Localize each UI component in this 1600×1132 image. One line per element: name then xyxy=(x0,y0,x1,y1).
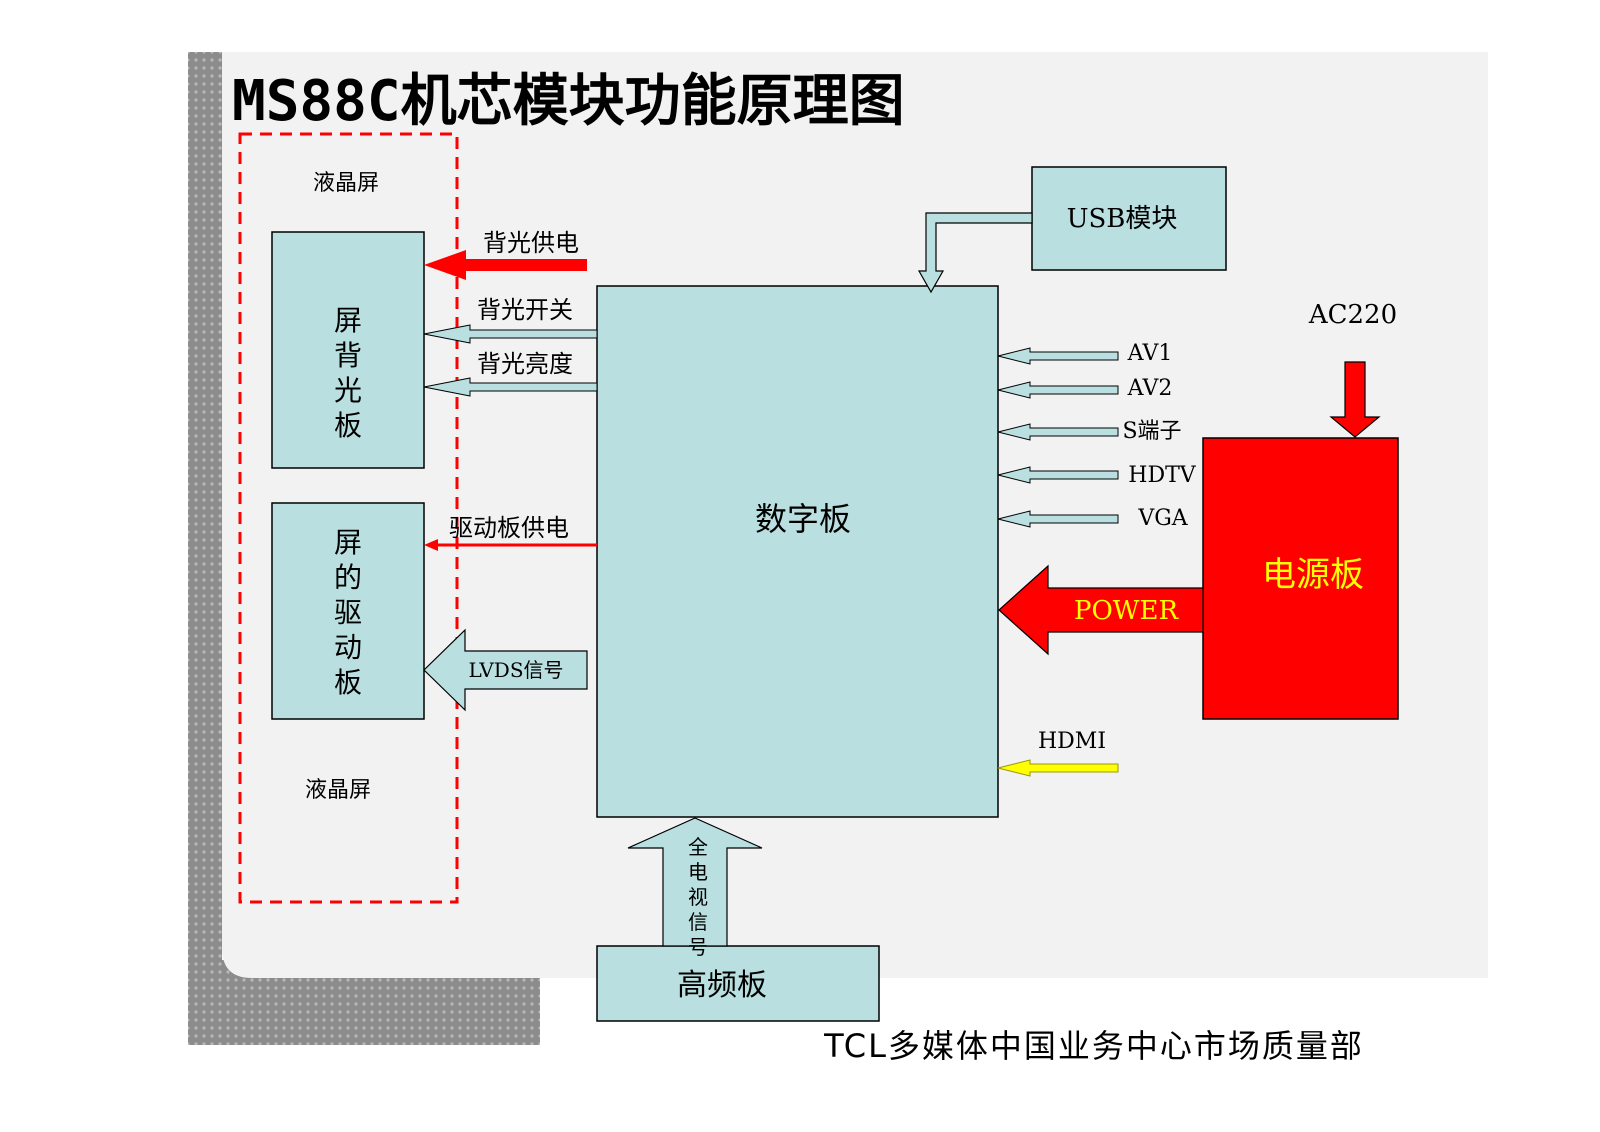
vga-label: VGA xyxy=(1137,506,1188,531)
vga-arrow xyxy=(997,510,1119,528)
power-arrow-label: POWER xyxy=(1074,596,1180,626)
usb-module-label: USB模块 xyxy=(1067,204,1178,234)
hdtv-label: HDTV xyxy=(1128,463,1196,488)
ac220-label: AC220 xyxy=(1308,300,1397,330)
av1-arrow xyxy=(997,347,1119,365)
hdmi-arrow xyxy=(997,759,1119,777)
backlight-board xyxy=(271,231,425,469)
backlight-power-label: 背光供电 xyxy=(483,229,579,257)
tuner-board xyxy=(596,945,880,1022)
tv-signal-arrow xyxy=(627,817,763,947)
hdmi-input: HDMI xyxy=(997,729,1119,777)
backlight-board-label: 屏背光板 xyxy=(334,304,362,442)
s-video-input: S端子 xyxy=(997,419,1182,444)
backlight-brightness-arrow xyxy=(423,377,598,397)
power-arrow xyxy=(998,564,1204,656)
digital-board xyxy=(596,285,999,818)
ac220-arrow xyxy=(1329,361,1381,438)
page-title: MS88C机芯模块功能原理图 xyxy=(232,69,905,134)
usb-module xyxy=(1031,166,1227,271)
footer-text: TCL多媒体中国业务中心市场质量部 xyxy=(823,1027,1364,1065)
vga-input: VGA xyxy=(997,506,1189,531)
backlight-switch-arrow xyxy=(423,324,598,344)
lvds-label: LVDS信号 xyxy=(468,658,563,682)
av1-input: AV1 xyxy=(997,341,1173,366)
hdmi-label: HDMI xyxy=(1038,729,1106,754)
lcd-label-bottom: 液晶屏 xyxy=(305,778,371,803)
s-video-arrow xyxy=(997,423,1119,441)
lvds-arrow xyxy=(423,628,588,712)
driver-power-arrowhead xyxy=(424,539,438,551)
driver-board-label: 屏的驱动板 xyxy=(334,526,362,699)
av2-arrow xyxy=(997,381,1119,399)
hdtv-arrow xyxy=(997,466,1119,484)
usb-arrow xyxy=(917,212,1033,294)
backlight-power-arrow xyxy=(424,250,587,280)
hdtv-input: HDTV xyxy=(997,463,1197,488)
av2-label: AV2 xyxy=(1127,376,1173,401)
s-video-label: S端子 xyxy=(1122,419,1181,444)
power-board-label: 电源板 xyxy=(1262,555,1364,595)
av2-input: AV2 xyxy=(997,376,1173,401)
lcd-label-top: 液晶屏 xyxy=(313,171,379,196)
power-board xyxy=(1202,437,1399,720)
backlight-switch-label: 背光开关 xyxy=(477,296,573,324)
lcd-group-outline xyxy=(238,132,459,904)
driver-board xyxy=(271,502,425,720)
driver-power-label: 驱动板供电 xyxy=(449,514,569,542)
tuner-board-label: 高频板 xyxy=(677,968,767,1003)
av1-label: AV1 xyxy=(1127,341,1173,366)
backlight-brightness-label: 背光亮度 xyxy=(477,350,573,378)
digital-board-label: 数字板 xyxy=(755,500,851,538)
tv-signal-label: 全电视信号 xyxy=(688,835,708,959)
